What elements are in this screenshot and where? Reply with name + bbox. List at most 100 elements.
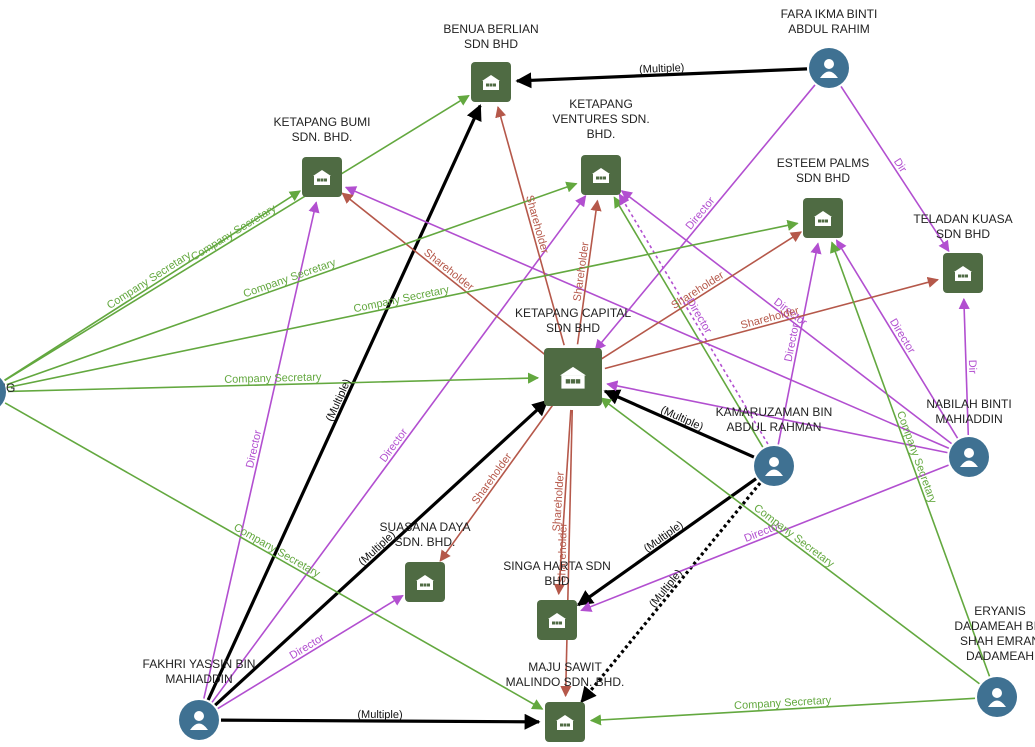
edge-company-secretary-eryanis-to-esteem[interactable] — [830, 241, 991, 677]
edge-shareholder-ketapang-capital-to-suasana[interactable] — [439, 403, 555, 562]
edge-company-secretary-left-node-to-esteem[interactable] — [7, 219, 799, 389]
edge-company-secretary-left-node-to-ketapang-ventures[interactable] — [6, 181, 578, 386]
edge-label-company-secretary: Company Secretary — [894, 410, 939, 506]
edge-director-nabilah-to-teladan[interactable] — [958, 297, 970, 436]
edge-shareholder-ketapang-capital-to-ketapang-ventures[interactable] — [576, 199, 602, 345]
node-label: KETAPANG BUMI — [274, 115, 371, 129]
user-icon — [820, 59, 838, 78]
building-icon — [592, 168, 610, 183]
edge-label-company-secretary: Company Secretary — [242, 257, 338, 301]
edge-label-shareholder: Shareholder — [523, 194, 551, 255]
node-label: MALINDO SDN. BHD. — [506, 675, 625, 689]
edge-shareholder-ketapang-capital-to-esteem[interactable] — [600, 231, 803, 360]
edge-director-nabilah-to-singa[interactable] — [580, 464, 949, 612]
edge-multiple-kamaruzaman-to-maju[interactable] — [580, 482, 762, 704]
node-label: FAKHRI YASSIN BIN — [143, 657, 256, 671]
node-label: BHD — [544, 574, 570, 588]
edge-multiple-fakhri-to-ketapang-capital[interactable] — [214, 399, 549, 707]
edge-label-shareholder: Shareholder — [551, 471, 567, 532]
node-label: VENTURES SDN. — [552, 112, 649, 126]
edge-director-kamaruzaman-to-ketapang-ventures[interactable] — [618, 193, 769, 445]
node-label: FARA IKMA BINTI — [781, 7, 878, 21]
building-icon — [559, 366, 587, 389]
edge-company-secretary-eryanis-to-maju[interactable] — [589, 697, 976, 726]
node-label: SDN BHD — [464, 37, 518, 51]
edge-multiple-fakhri-to-maju[interactable] — [220, 713, 541, 730]
edge-label-shareholder: Shareholder — [556, 522, 569, 583]
user-icon — [960, 448, 978, 467]
edge-shareholder-ketapang-capital-to-benua[interactable] — [495, 105, 565, 346]
edge-director-nabilah-to-esteem[interactable] — [835, 239, 959, 439]
node-label: KETAPANG — [569, 97, 633, 111]
node-label: ABDUL RAHMAN — [727, 420, 822, 434]
edge-shareholder-ketapang-capital-to-teladan[interactable] — [604, 276, 939, 370]
edge-label-company-secretary: Company Secretary — [734, 695, 832, 713]
edge-director-fakhri-to-ketapang-bumi[interactable] — [203, 201, 320, 699]
edge-label-multiple: (Multiple) — [642, 519, 686, 555]
edge-director-nabilah-to-ketapang-capital[interactable] — [606, 380, 948, 454]
user-icon — [190, 711, 208, 730]
edge-label-multiple: (Multiple) — [356, 529, 397, 568]
edge-company-secretary-kamaruzaman-to-ketapang-ventures[interactable] — [613, 196, 764, 448]
edge-multiple-fara-to-benua[interactable] — [515, 67, 808, 89]
edge-company-secretary-left-node-to-ketapang-capital[interactable] — [7, 372, 540, 393]
edge-multiple-kamaruzaman-to-ketapang-capital[interactable] — [603, 389, 755, 459]
edge-shareholder-ketapang-capital-to-maju[interactable] — [560, 409, 574, 698]
edge-label-company-secretary: Company Secretary — [232, 521, 323, 580]
edge-label-director: Director — [684, 195, 718, 233]
edge-company-secretary-left-node-to-maju[interactable] — [4, 402, 544, 710]
edge-director-fara-to-ketapang-capital[interactable] — [594, 84, 816, 351]
edge-director-nabilah-to-ketapang-ventures[interactable] — [620, 190, 953, 445]
node-label: MAJU SAWIT — [528, 660, 602, 674]
node-label: KAMARUZAMAN BIN — [716, 405, 833, 419]
node-label: TELADAN KUASA — [913, 212, 1012, 226]
edge-label-shareholder: Shareholder — [470, 451, 515, 507]
node-label: ESTEEM PALMS — [777, 156, 869, 170]
edge-shareholder-ketapang-capital-to-singa[interactable] — [553, 409, 572, 596]
node-label: NABILAH BINTI — [926, 397, 1011, 411]
edge-director-kamaruzaman-to-esteem[interactable] — [777, 242, 822, 445]
node-label: DADAMEAH BIN — [954, 619, 1035, 633]
node-label: DADAMEAH — [966, 649, 1034, 663]
edge-director-fara-to-teladan[interactable] — [840, 85, 950, 253]
edge-company-secretary-left-node-to-benua[interactable] — [4, 94, 470, 382]
edge-multiple-kamaruzaman-to-singa[interactable] — [576, 477, 757, 607]
node-left-node[interactable]: IG — [0, 372, 15, 412]
node-label: ABDUL RAHIM — [788, 22, 870, 36]
building-icon — [954, 266, 972, 281]
node-label: SDN BHD — [546, 321, 600, 335]
edge-label-company-secretary: Company Secretary — [189, 202, 279, 263]
edge-label-director: Dir — [966, 360, 978, 375]
node-label: KETAPANG CAPITAL — [515, 306, 631, 320]
edge-company-secretary-eryanis-to-ketapang-capital[interactable] — [600, 397, 980, 685]
edge-label-director: Director — [378, 426, 411, 464]
user-icon — [765, 457, 783, 476]
node-label: MAHIADDIN — [165, 672, 232, 686]
edge-shareholder-ketapang-capital-to-ketapang-bumi[interactable] — [341, 192, 548, 358]
node-label: SUASANA DAYA — [380, 520, 471, 534]
edge-multiple-fakhri-to-benua[interactable] — [206, 104, 482, 701]
edge-company-secretary-left-node-to-ketapang-bumi[interactable] — [4, 190, 302, 381]
building-icon — [814, 211, 832, 226]
edge-director-nabilah-to-ketapang-bumi[interactable] — [344, 186, 950, 449]
edge-label-director: Dir — [891, 156, 909, 175]
person-node-circle[interactable] — [0, 372, 6, 412]
edge-director-fakhri-to-suasana[interactable] — [217, 594, 404, 710]
